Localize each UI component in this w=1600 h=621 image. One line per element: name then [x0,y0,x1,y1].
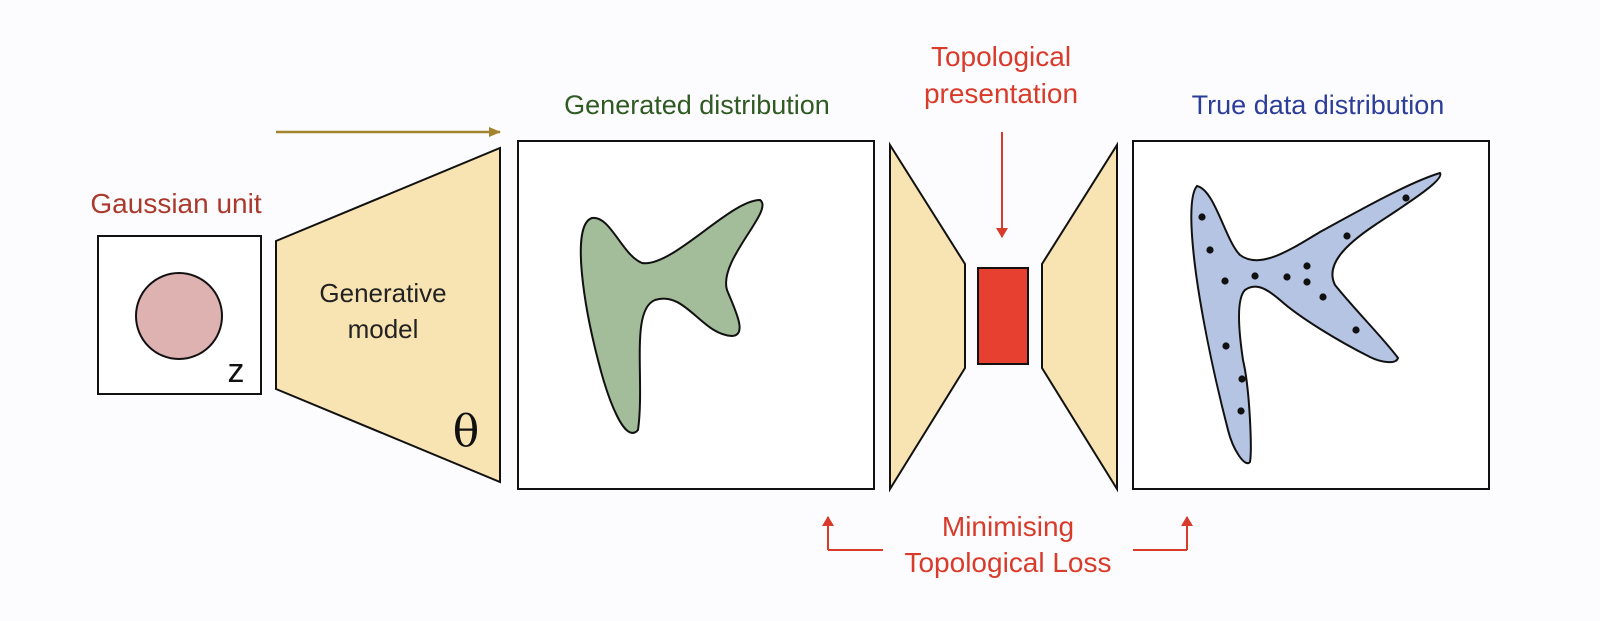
topological-representation-box [977,267,1029,365]
data-point [1206,246,1214,254]
true-data-distribution-blob [1190,171,1442,465]
data-point [1319,293,1327,301]
data-point [1251,272,1259,280]
encoder-trapezoid-right [1041,141,1118,493]
generated-distribution-blob [579,198,764,434]
data-point [1283,273,1291,281]
generated-distribution-title: Generated distribution [564,90,830,120]
data-points [1198,194,1410,415]
loss-label-line2: Topological Loss [904,547,1111,578]
data-point [1402,194,1410,202]
gaussian-blob [135,272,223,360]
data-point [1303,262,1311,270]
data-point [1238,375,1246,383]
data-point [1221,277,1229,285]
loss-label-line1: Minimising [942,511,1074,542]
data-point [1222,342,1230,350]
data-point [1198,213,1206,221]
data-point [1303,278,1311,286]
data-point [1237,407,1245,415]
data-point [1352,326,1360,334]
true-data-distribution-title: True data distribution [1192,90,1445,120]
gaussian-unit: Gaussian unit z [90,188,262,395]
topological-loss: Minimising Topological Loss [822,511,1193,578]
generative-model-trapezoid [275,146,501,484]
encoder-trapezoid-left [889,141,966,493]
true-data-distribution: True data distribution [1132,90,1490,490]
z-label: z [228,352,245,390]
generative-model: Generative model θ [275,146,501,484]
generative-model-label-line2: model [348,314,419,344]
data-point [1343,232,1351,240]
topological-presentation: Topological presentation [889,41,1118,493]
generative-model-label-line1: Generative [319,278,446,308]
topological-presentation-title-line1: Topological [931,41,1071,72]
gaussian-unit-title: Gaussian unit [90,188,261,219]
generated-distribution: Generated distribution [517,90,875,490]
topological-presentation-title-line2: presentation [924,78,1078,109]
theta-symbol: θ [453,406,480,457]
